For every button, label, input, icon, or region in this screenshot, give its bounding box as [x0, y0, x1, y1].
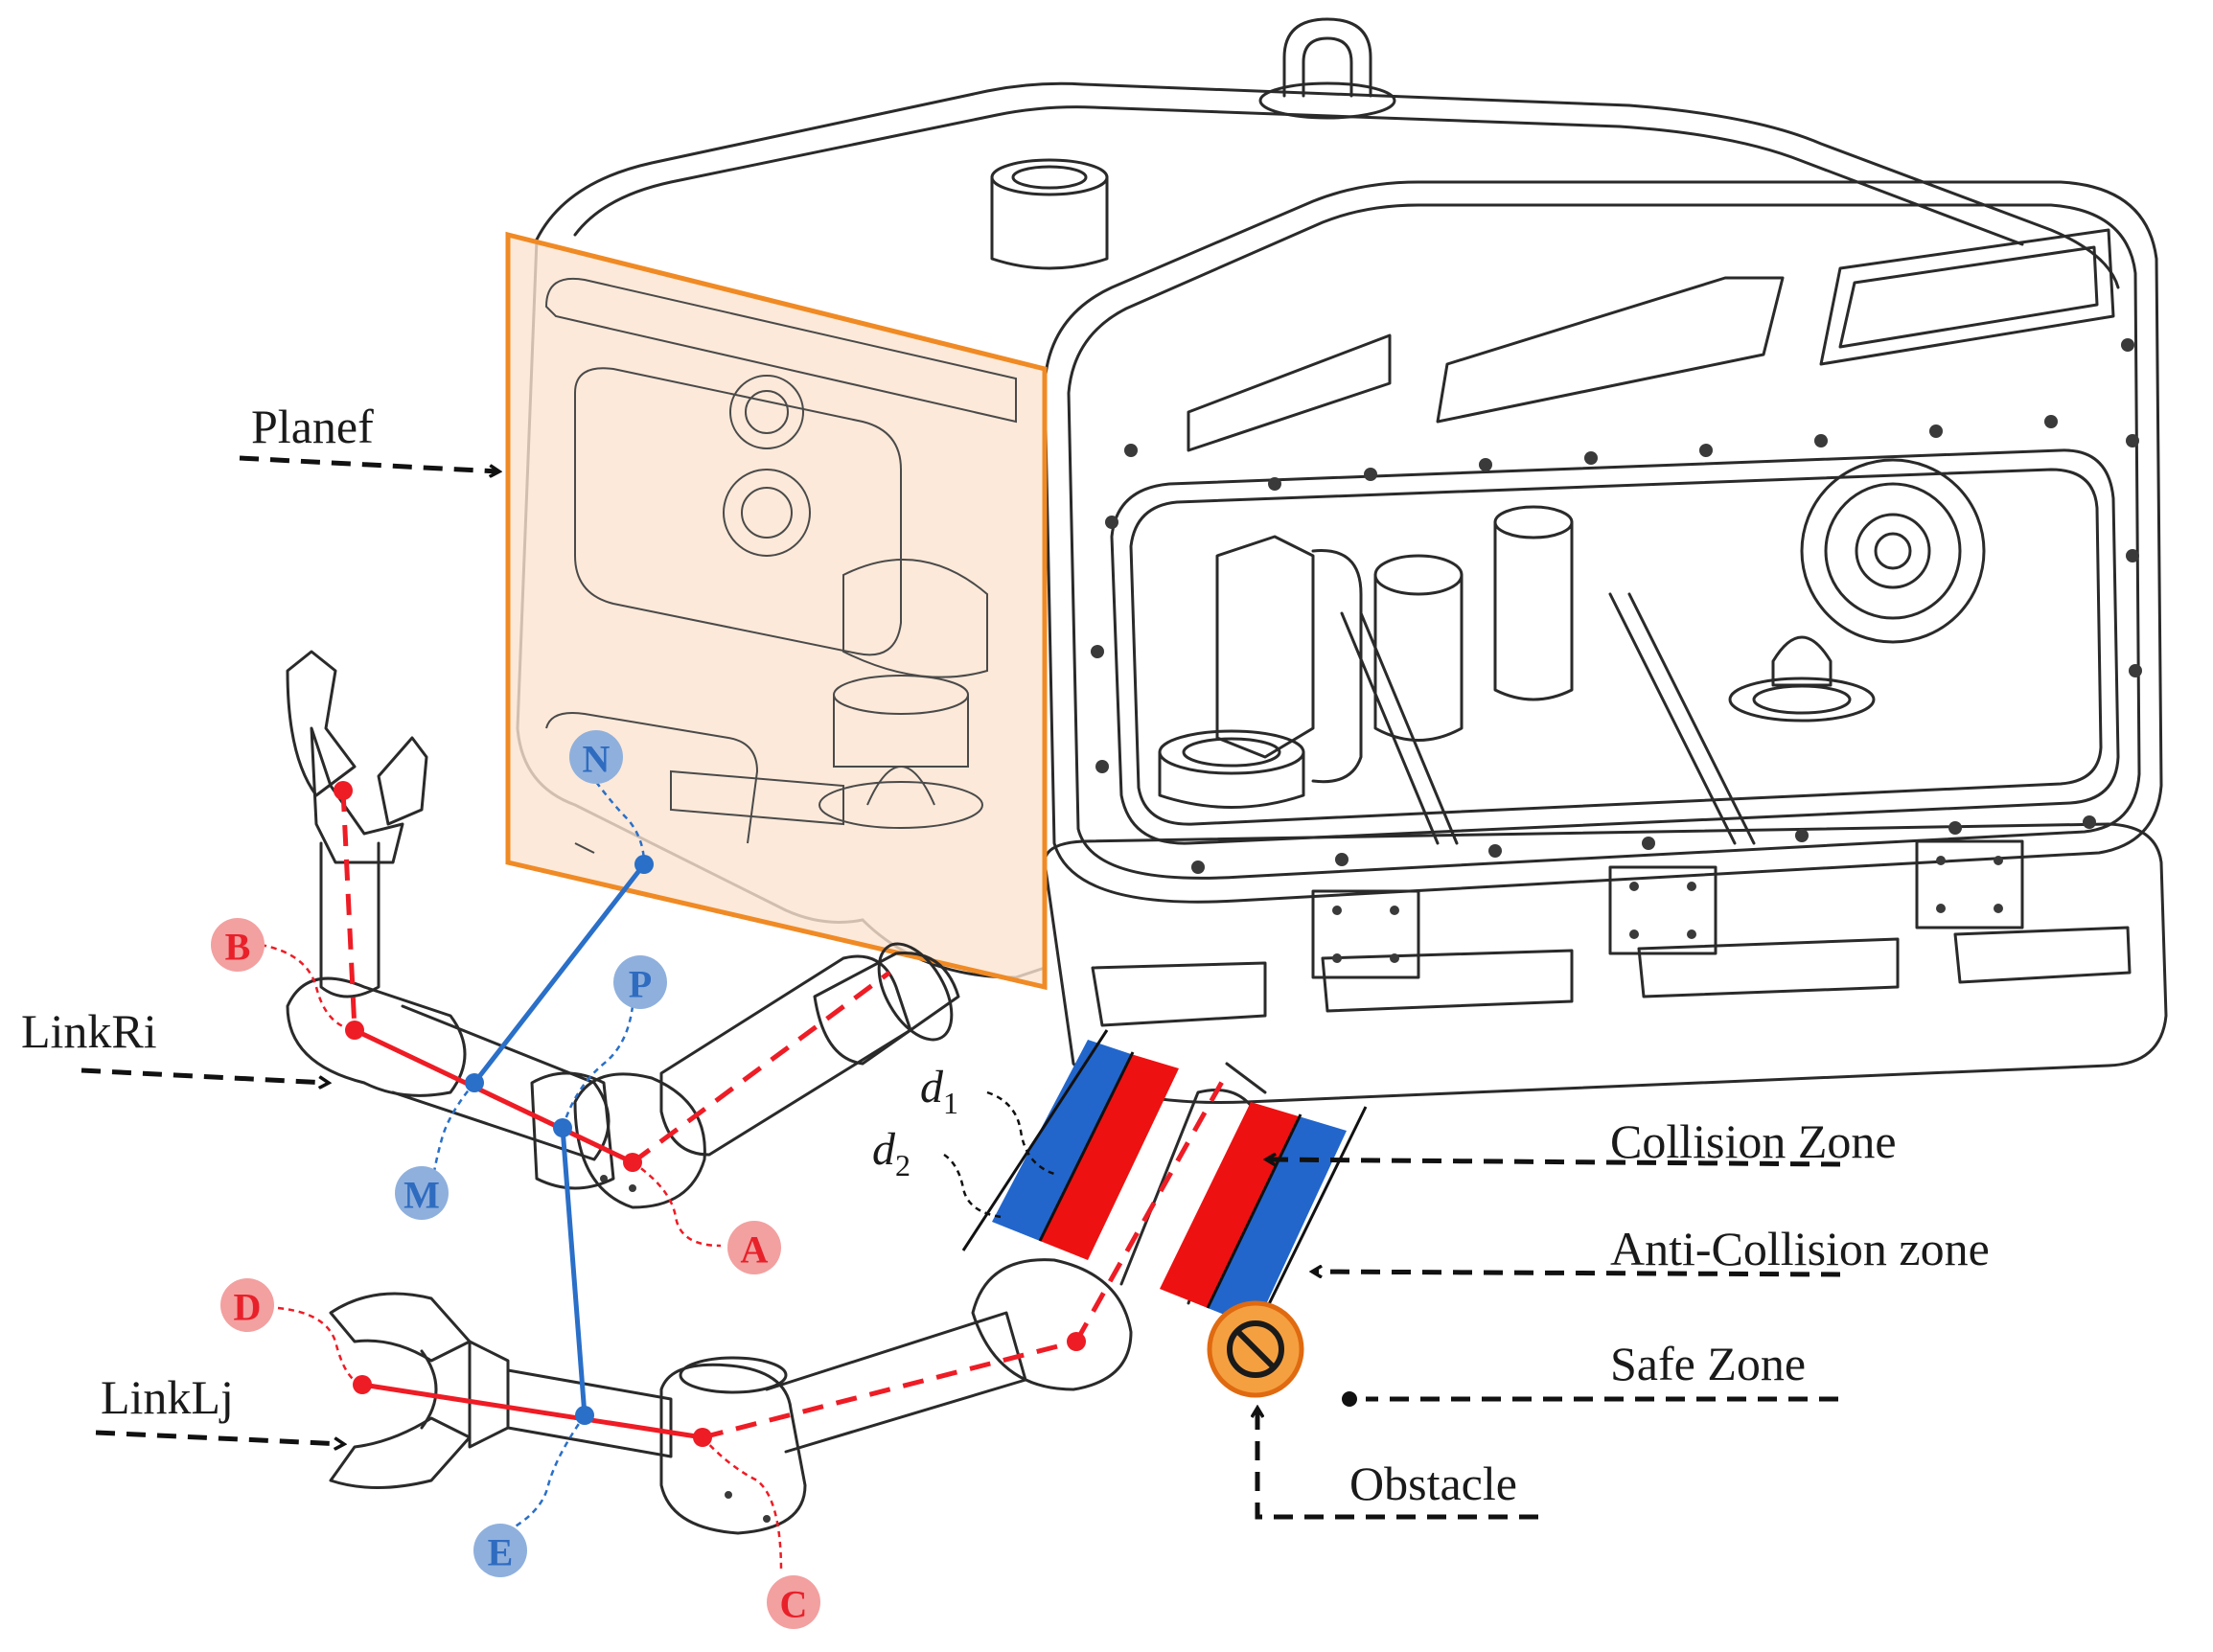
- leader-lines: [260, 781, 783, 1572]
- planef-plane: [505, 231, 1048, 991]
- link-ri-upper-dashed: [340, 790, 357, 1031]
- segment-m-n: [473, 862, 646, 1085]
- link-ri-solid: [353, 1027, 634, 1165]
- link-lj-arm: [329, 1062, 1267, 1535]
- joint-b: [334, 781, 353, 800]
- collision-zone-arrow: [1267, 1159, 1841, 1167]
- svg-text:P: P: [629, 963, 652, 1006]
- link-lj-solid: [361, 1382, 703, 1440]
- label-planef: Planef: [251, 400, 374, 453]
- zone-boundary-inner-right: [1206, 1113, 1302, 1309]
- joint-ri-elbow: [345, 1021, 364, 1040]
- label-point-b: B: [211, 918, 265, 972]
- zone-blue-left: [992, 1040, 1131, 1241]
- safe-zone-dot: [1342, 1391, 1357, 1407]
- obstacle-arrow: [1257, 1409, 1538, 1520]
- arm-base-segments: [659, 942, 960, 1157]
- svg-text:E: E: [488, 1531, 514, 1574]
- node-p: [553, 1118, 572, 1137]
- svg-text:D: D: [234, 1286, 262, 1329]
- planef-arrow: [239, 455, 498, 471]
- bolt-holes: [1091, 338, 2142, 963]
- joint-lj-shoulder: [1067, 1332, 1086, 1351]
- label-link-lj: LinkLj: [101, 1370, 234, 1424]
- link-ri-lower-dashed: [631, 970, 891, 1165]
- anti-collision-arrow: [1313, 1272, 1841, 1274]
- link-ri-arrow: [81, 1067, 328, 1083]
- planef: [505, 231, 1048, 991]
- joint-d: [353, 1375, 372, 1394]
- label-link-ri: LinkRi: [21, 1004, 157, 1058]
- blue-distance-lines: [465, 855, 654, 1425]
- label-collision-zone: Collision Zone: [1610, 1114, 1897, 1168]
- zone-boundary-inner-left: [1038, 1051, 1135, 1242]
- label-d1: d1: [920, 1062, 958, 1120]
- link-lj-dashed-1: [702, 1339, 1077, 1440]
- svg-text:M: M: [403, 1174, 440, 1217]
- svg-text:B: B: [225, 926, 251, 969]
- obstacle-icon: [1207, 1300, 1304, 1398]
- label-point-m: M: [395, 1166, 449, 1220]
- label-point-c: C: [767, 1575, 820, 1629]
- label-point-e: E: [473, 1524, 527, 1577]
- red-link-lines: [334, 781, 1230, 1447]
- d1-leader: [986, 1090, 1055, 1176]
- callout-arrows: [81, 455, 1841, 1520]
- label-point-n: N: [569, 730, 623, 784]
- d2-leader: [943, 1153, 1003, 1219]
- label-d2: d2: [872, 1124, 911, 1182]
- svg-text:C: C: [780, 1583, 808, 1626]
- label-obstacle: Obstacle: [1349, 1457, 1517, 1510]
- zone-blue-right: [1208, 1116, 1347, 1327]
- svg-text:N: N: [583, 738, 611, 781]
- label-safe-zone: Safe Zone: [1610, 1337, 1806, 1390]
- label-anti-collision-zone: Anti-Collision zone: [1610, 1222, 1990, 1275]
- label-point-p: P: [613, 955, 667, 1009]
- link-lj-arrow: [95, 1430, 343, 1444]
- label-point-a: A: [727, 1221, 781, 1274]
- svg-text:A: A: [741, 1228, 769, 1272]
- rov-body: [516, 17, 2168, 1104]
- zones: [943, 1029, 1368, 1352]
- segment-p-e: [560, 1127, 588, 1416]
- zone-red-left: [1040, 1054, 1179, 1260]
- point-labels: B A D C N P M E: [211, 730, 820, 1629]
- link-lj-dashed-2: [1073, 1071, 1230, 1343]
- label-point-d: D: [220, 1278, 274, 1332]
